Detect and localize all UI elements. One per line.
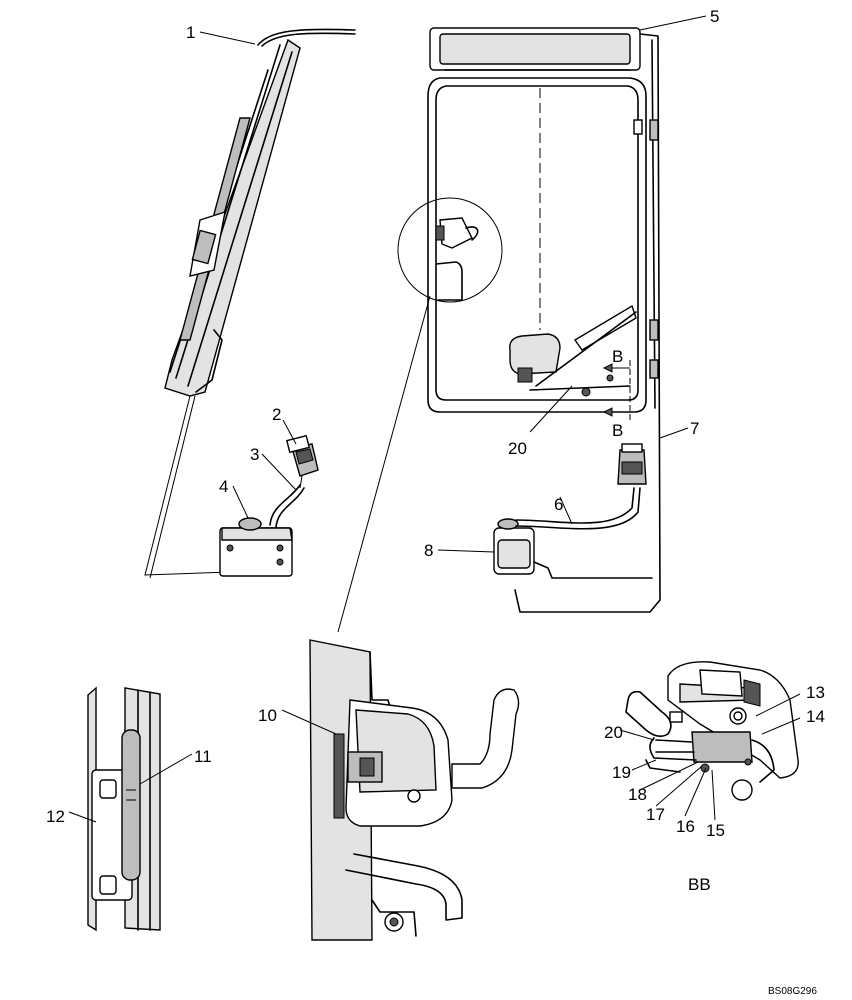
latch-detail [309,639,520,941]
washer-reservoir-side [219,434,319,577]
callout-16: 16 [676,817,695,836]
callout-20-front: 20 [508,439,527,458]
callout-1: 1 [186,23,195,42]
callout-11: 11 [194,747,212,766]
callout-8: 8 [424,541,433,560]
callout-18: 18 [628,785,647,804]
callout-5: 5 [710,7,719,26]
door-side-view [144,28,356,579]
section-view-label: BB [688,875,711,894]
section-mark-bottom: B [612,421,623,440]
callout-6: 6 [554,495,563,514]
callout-20-bb: 20 [604,723,623,742]
callout-2: 2 [272,405,281,424]
section-bb-view [625,661,799,801]
callout-17: 17 [646,805,665,824]
door-front-view [397,27,661,613]
callout-10: 10 [258,706,277,725]
callout-7: 7 [690,419,699,438]
leader-lines [68,15,801,823]
callout-3: 3 [250,445,259,464]
callout-4: 4 [219,477,228,496]
hinge-detail [87,686,161,932]
section-mark-top: B [612,347,623,366]
callout-13: 13 [806,683,825,702]
drawing-code: BS08G296 [768,986,817,997]
callout-19: 19 [612,763,631,782]
callout-12: 12 [46,807,65,826]
washer-reservoir-front [493,443,653,579]
callout-labels: 1 2 3 4 5 6 7 8 10 11 12 13 14 15 16 17 … [46,7,825,997]
callout-14: 14 [806,707,825,726]
callout-15: 15 [706,821,725,840]
detail-leader-line [337,295,431,633]
